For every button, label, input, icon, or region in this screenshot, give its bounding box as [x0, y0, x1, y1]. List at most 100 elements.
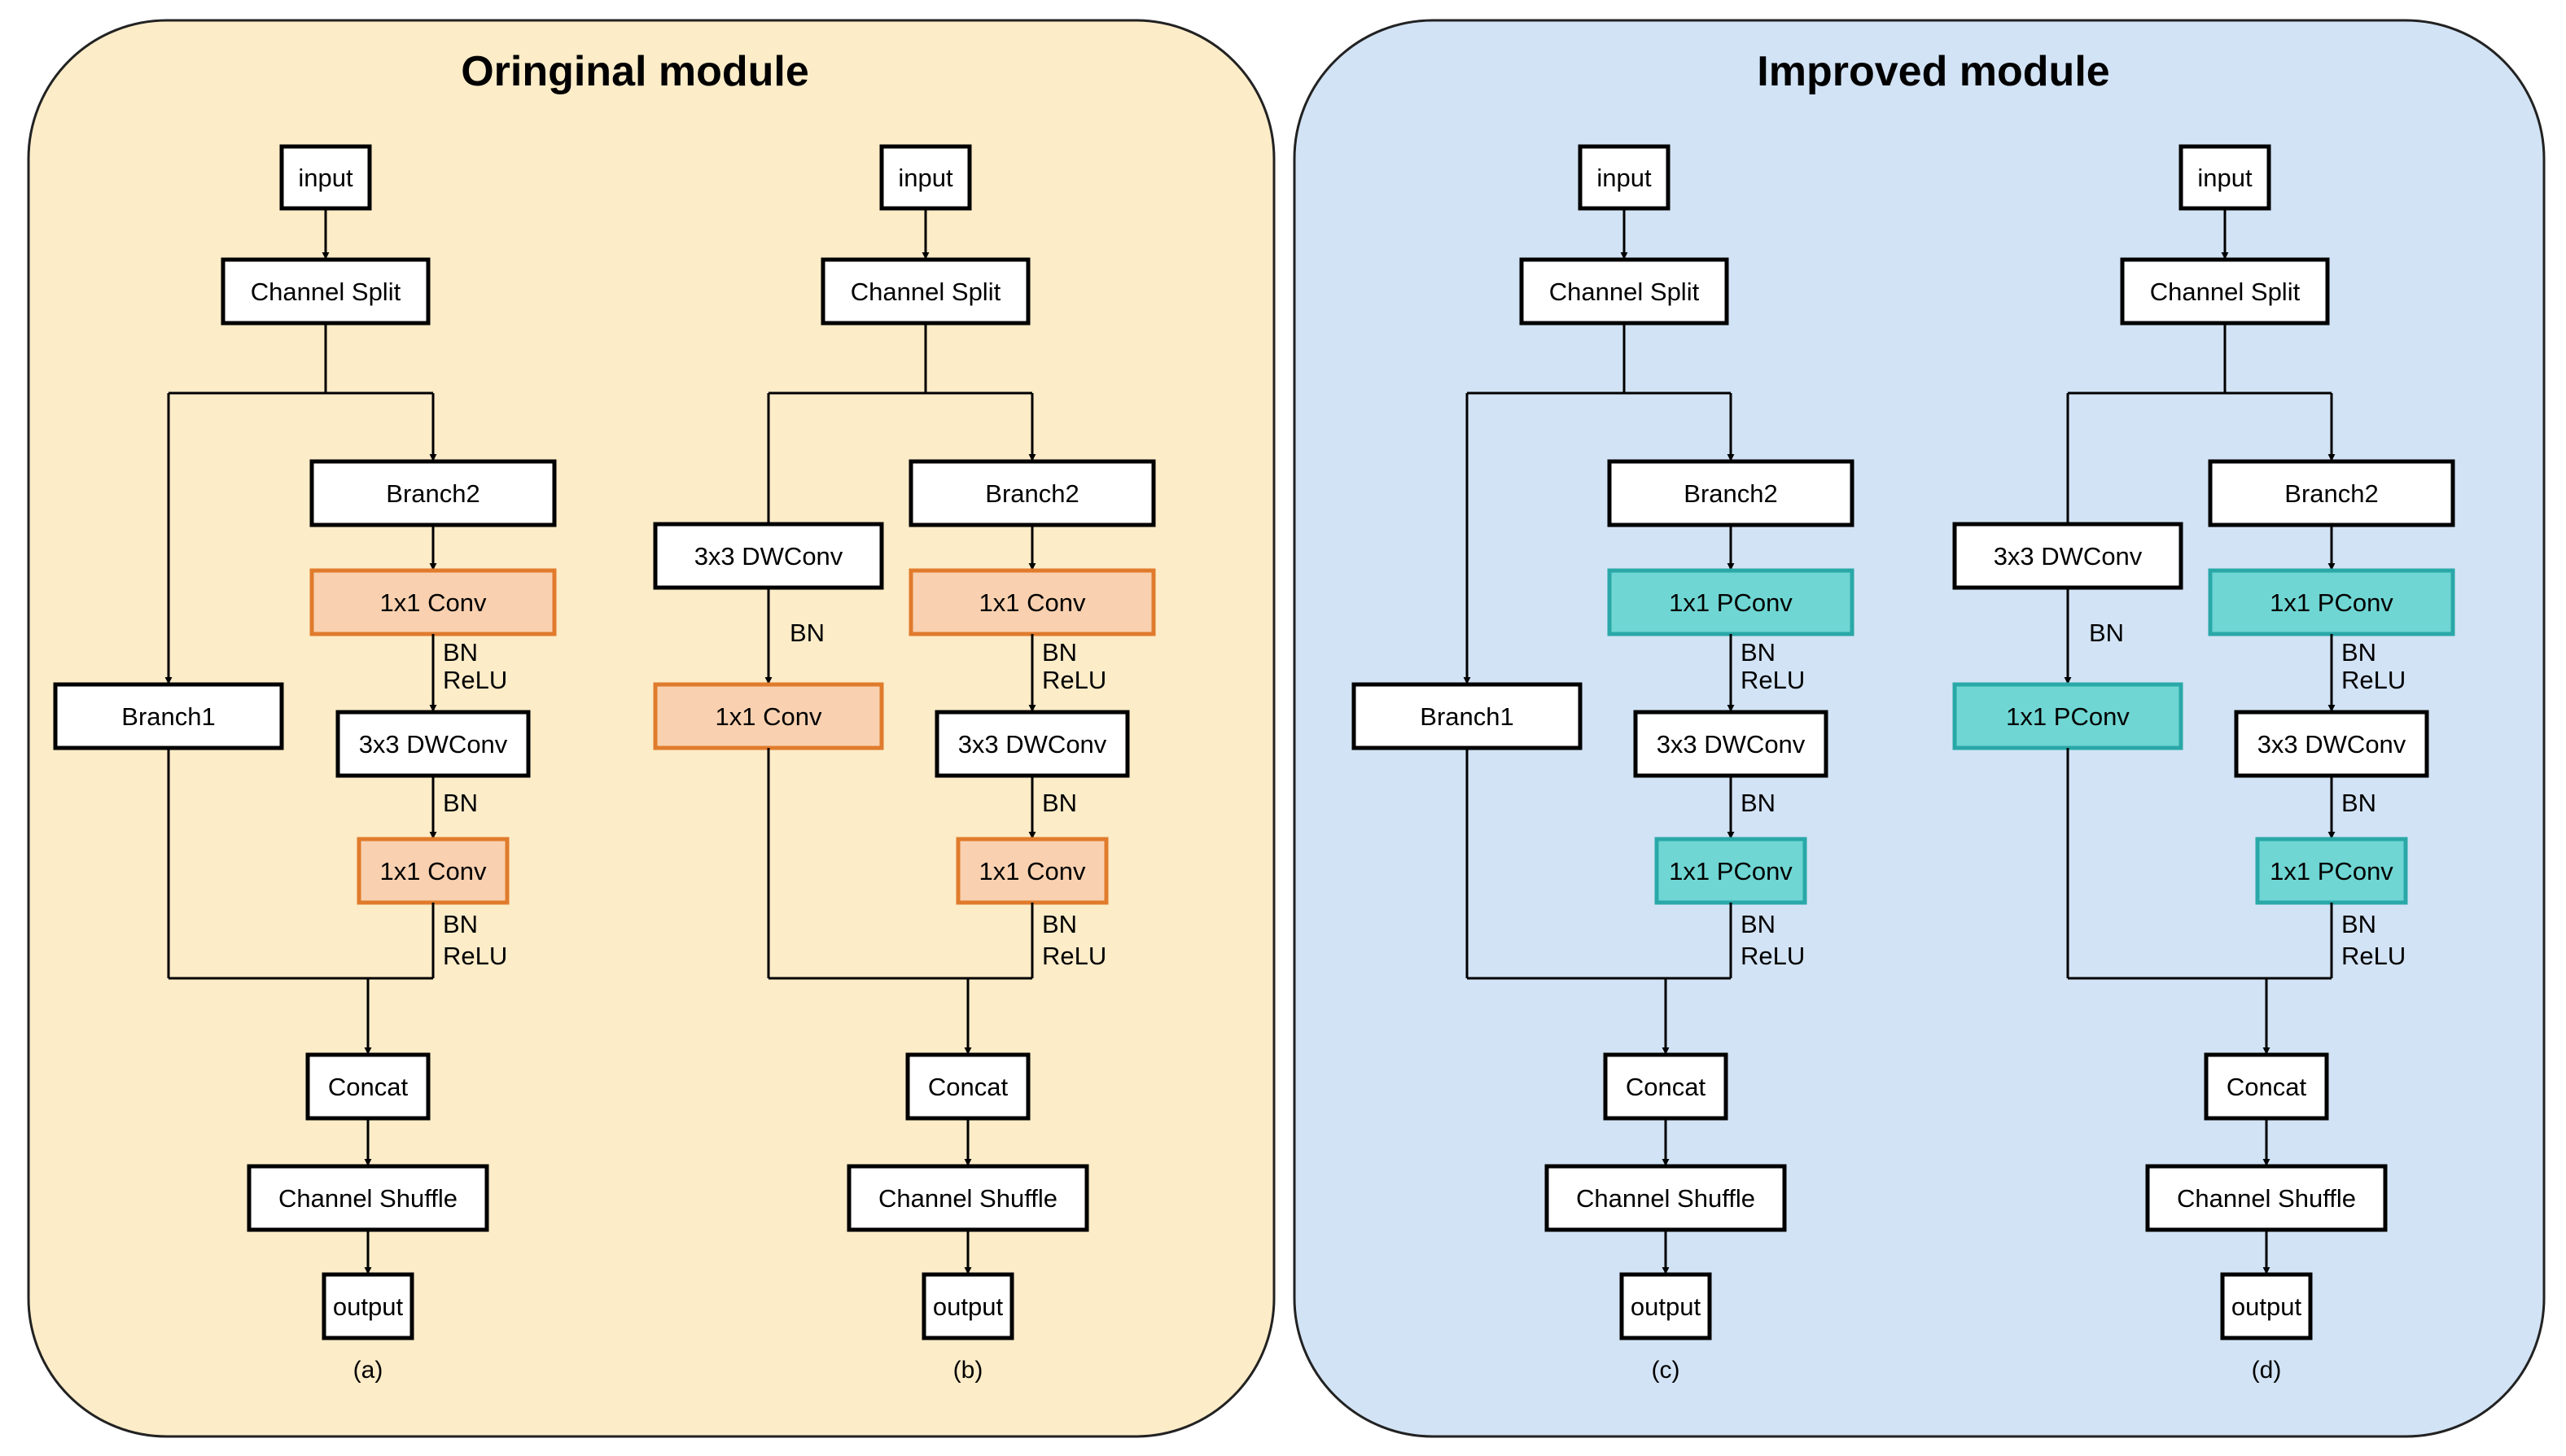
bn-label: BN: [443, 789, 478, 817]
channel-shuffle-box-label: Channel Shuffle: [2177, 1184, 2356, 1213]
input-box: input: [2178, 144, 2271, 211]
channel-shuffle-box: Channel Shuffle: [2145, 1164, 2388, 1232]
output-box-rect: [922, 1272, 1014, 1340]
diagram-caption: (d): [2252, 1357, 2282, 1384]
branch2-box-rect: [1607, 459, 1854, 527]
output-box-label: output: [2231, 1292, 2302, 1321]
conv1-box-label: 1x1 Conv: [380, 588, 487, 617]
branch1-box-label: Branch1: [121, 702, 215, 731]
bn-label: BN: [2341, 789, 2376, 817]
channel-split-box: Channel Split: [821, 257, 1031, 326]
relu-label: ReLU: [1741, 666, 1805, 694]
channel-shuffle-box-rect: [2145, 1164, 2388, 1232]
left-dwconv-box-label: 3x3 DWConv: [1994, 542, 2143, 571]
bn-label: BN: [1741, 638, 1776, 667]
conv2-box: 1x1 PConv: [1654, 837, 1807, 905]
branch2-box-label: Branch2: [985, 479, 1079, 508]
dwconv-box-label: 3x3 DWConv: [958, 730, 1107, 759]
relu-label: ReLU: [1741, 942, 1805, 970]
output-box-label: output: [333, 1292, 404, 1321]
conv2-box-label: 1x1 PConv: [2270, 857, 2393, 885]
conv2-box-label: 1x1 Conv: [979, 857, 1086, 885]
conv2-box: 1x1 PConv: [2255, 837, 2408, 905]
branch2-box-label: Branch2: [386, 479, 479, 508]
input-box-label: input: [898, 164, 953, 192]
conv1-box: 1x1 Conv: [309, 568, 557, 636]
channel-split-box-label: Channel Split: [1549, 278, 1700, 306]
bn-label: BN: [2341, 910, 2376, 938]
conv1-box-label: 1x1 PConv: [1669, 588, 1793, 617]
conv1-box-rect: [1607, 568, 1854, 636]
conv1-box-label: 1x1 PConv: [2270, 588, 2393, 617]
branch1-box: Branch1: [53, 682, 284, 750]
diagram-caption: (b): [953, 1357, 983, 1384]
branch1-box-rect: [1351, 682, 1583, 750]
relu-label: ReLU: [1042, 942, 1106, 970]
channel-shuffle-box-rect: [247, 1164, 489, 1232]
channel-shuffle-box-label: Channel Shuffle: [1576, 1184, 1755, 1213]
conv1-box-label: 1x1 Conv: [979, 588, 1086, 617]
left-conv-box-rect: [653, 682, 884, 750]
branch2-box: Branch2: [309, 459, 557, 527]
branch2-box-rect: [909, 459, 1156, 527]
left-dwconv-box: 3x3 DWConv: [653, 522, 884, 590]
channel-shuffle-box: Channel Shuffle: [1544, 1164, 1787, 1232]
concat-box: Concat: [905, 1052, 1031, 1121]
input-box: input: [879, 144, 972, 211]
dwconv-box: 3x3 DWConv: [2234, 710, 2429, 778]
dwconv-box: 3x3 DWConv: [335, 710, 531, 778]
conv2-box-rect: [1654, 837, 1807, 905]
channel-shuffle-box: Channel Shuffle: [847, 1164, 1089, 1232]
output-box: output: [322, 1272, 414, 1340]
channel-split-box: Channel Split: [221, 257, 431, 326]
conv1-box: 1x1 Conv: [909, 568, 1156, 636]
bn-label: BN: [1042, 789, 1077, 817]
input-box-rect: [879, 144, 972, 211]
dwconv-box-rect: [935, 710, 1130, 778]
diagram-caption: (c): [1652, 1357, 1680, 1384]
left-conv-box-label: 1x1 Conv: [716, 702, 822, 731]
channel-split-box-rect: [821, 257, 1031, 326]
original-module-title: Oringinal module: [461, 48, 809, 95]
input-box-rect: [1578, 144, 1671, 211]
left-conv-box: 1x1 PConv: [1952, 682, 2183, 750]
channel-split-box-label: Channel Split: [851, 278, 1001, 306]
branch2-box-label: Branch2: [2284, 479, 2378, 508]
output-box-rect: [2220, 1272, 2313, 1340]
input-box-label: input: [2197, 164, 2253, 192]
dwconv-box-label: 3x3 DWConv: [359, 730, 508, 759]
conv2-box-label: 1x1 Conv: [380, 857, 487, 885]
conv2-box-rect: [357, 837, 510, 905]
concat-box-rect: [305, 1052, 431, 1121]
concat-box-label: Concat: [2227, 1073, 2307, 1101]
input-box-label: input: [1596, 164, 1652, 192]
bn-label: BN: [1042, 910, 1077, 938]
output-box-rect: [322, 1272, 414, 1340]
channel-split-box-label: Channel Split: [251, 278, 401, 306]
channel-split-box-rect: [221, 257, 431, 326]
input-box: input: [279, 144, 372, 211]
branch1-box: Branch1: [1351, 682, 1583, 750]
dwconv-box: 3x3 DWConv: [1633, 710, 1828, 778]
branch2-box-label: Branch2: [1684, 479, 1777, 508]
output-box-label: output: [933, 1292, 1004, 1321]
channel-split-box: Channel Split: [2120, 257, 2330, 326]
channel-shuffle-box-label: Channel Shuffle: [878, 1184, 1057, 1213]
output-box-label: output: [1631, 1292, 1701, 1321]
diagram-caption: (a): [353, 1357, 383, 1384]
concat-box: Concat: [1603, 1052, 1728, 1121]
conv2-box: 1x1 Conv: [956, 837, 1109, 905]
dwconv-box: 3x3 DWConv: [935, 710, 1130, 778]
left-dwconv-box: 3x3 DWConv: [1952, 522, 2183, 590]
bn-label: BN: [1741, 910, 1776, 938]
output-box-rect: [1619, 1272, 1712, 1340]
bn-label: BN: [2089, 619, 2124, 647]
dwconv-box-label: 3x3 DWConv: [1657, 730, 1806, 759]
relu-label: ReLU: [443, 942, 507, 970]
concat-box: Concat: [305, 1052, 431, 1121]
